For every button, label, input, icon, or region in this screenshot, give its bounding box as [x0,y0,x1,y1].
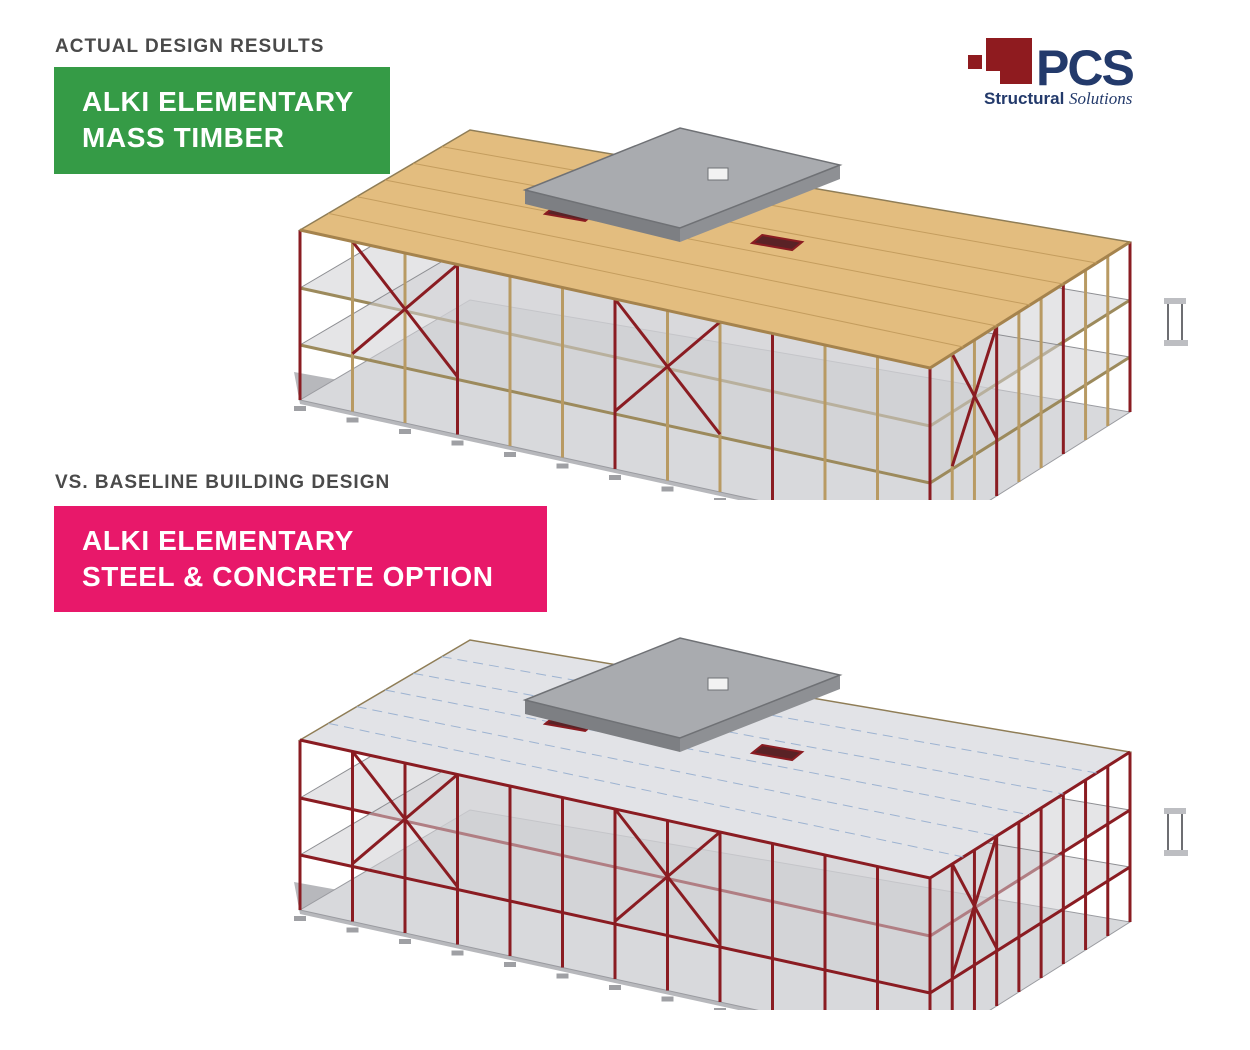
deck-joint [413,672,1064,795]
footing [714,1008,726,1010]
penthouse-side [525,190,680,242]
footing [504,452,516,457]
roof-edge-beam [299,228,1131,370]
deck-joint [356,196,997,327]
logo-tagline-italic: Solutions [1069,89,1133,108]
logo-wordmark: PCS [1036,40,1133,96]
footing [609,475,621,480]
footing [661,486,674,492]
footing [399,939,411,944]
deck-joint [413,162,1064,285]
penthouse-hatch [707,677,729,691]
penthouse-hatch [707,167,729,181]
footing [556,973,569,979]
penthouse-roof [522,637,843,739]
footing [346,417,359,423]
logo-tagline-bold: Structural [984,89,1064,108]
banner-title-line2: MASS TIMBER [82,122,285,153]
deck-joint [384,689,1031,816]
penthouse-side [680,675,840,752]
pcs-logo: PCS Structural Solutions [968,38,1135,108]
sign-post-base [1164,850,1188,856]
sign-post-base [1164,340,1188,346]
penthouse-side [680,165,840,242]
brace [950,835,999,977]
roof-opening [749,233,805,252]
footing [661,996,674,1002]
penthouse-roof [522,127,843,229]
roof-opening [749,743,805,762]
brace [950,325,999,467]
steel-concrete-building-model [294,637,1188,1010]
deck-joint [384,179,1031,306]
deck-joint [328,722,964,858]
footing [451,440,464,446]
footing [451,950,464,956]
brace [614,830,721,923]
footing [714,498,726,500]
mass-timber-building-model [294,127,1188,500]
footing [294,406,306,411]
brace [351,263,459,355]
sign-post-top [1164,298,1186,304]
penthouse-side [525,700,680,752]
logo-mark-notch [986,71,1000,84]
top-section-kicker: ACTUAL DESIGN RESULTS [55,36,325,57]
brace [614,320,721,413]
logo-mark-small-square [968,55,982,69]
steel-concrete-banner: ALKI ELEMENTARY STEEL & CONCRETE OPTION [54,506,547,612]
banner-title-line1: ALKI ELEMENTARY [82,525,354,556]
sign-post-top [1164,808,1186,814]
deck-joint [328,212,964,348]
footing [556,463,569,469]
roof-edge-beam [299,738,1131,880]
footing [504,962,516,967]
footing [294,916,306,921]
banner-title-line1: ALKI ELEMENTARY [82,86,354,117]
footing [609,985,621,990]
brace [351,773,459,865]
mass-timber-banner: ALKI ELEMENTARY MASS TIMBER [54,67,390,174]
deck-joint [356,706,997,837]
bottom-section-kicker: VS. BASELINE BUILDING DESIGN [55,472,391,493]
footing [346,927,359,933]
logo-tagline: Structural Solutions [984,89,1133,108]
footing [399,429,411,434]
banner-title-line2: STEEL & CONCRETE OPTION [82,561,494,592]
